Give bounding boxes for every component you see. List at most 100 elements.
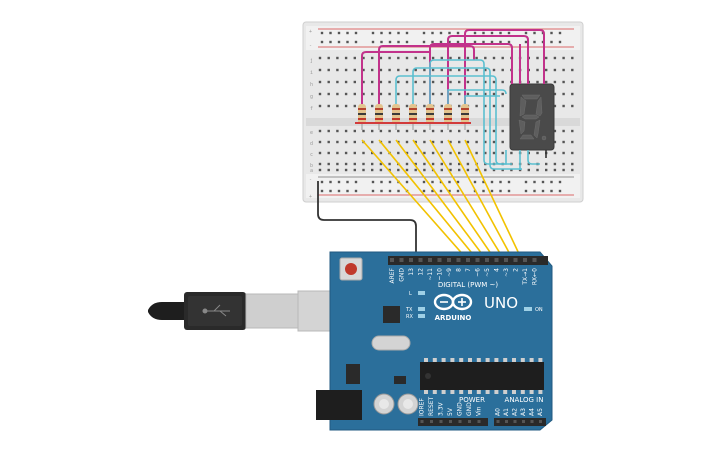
breadboard-hole (336, 56, 339, 60)
digital-pin-socket[interactable] (418, 258, 423, 262)
breadboard-hole (318, 129, 322, 133)
breadboard-hole (405, 92, 409, 96)
breadboard-hole (501, 129, 504, 133)
breadboard-hole (414, 56, 417, 60)
rail-hole (533, 31, 536, 35)
breadboard-hole (571, 68, 574, 72)
row-letter: j (310, 58, 313, 64)
resistor-band (392, 118, 400, 120)
digital-pin-socket[interactable] (456, 258, 461, 262)
rail-hole (329, 31, 332, 35)
wire-yellow-signal (361, 139, 467, 259)
header-pin-socket[interactable] (439, 420, 443, 423)
resistor-band (409, 118, 417, 120)
digital-pin-socket[interactable] (523, 258, 527, 262)
digital-pin-label: GND (399, 268, 406, 282)
logo-text: ARDUINO (435, 314, 472, 322)
breadboard-hole (353, 80, 356, 84)
breadboard-hole (318, 168, 322, 172)
header-pin-socket[interactable] (449, 420, 452, 423)
header-pin-label: A2 (512, 408, 519, 416)
header-pin-socket[interactable] (430, 420, 433, 423)
rail-hole (346, 40, 349, 44)
digital-pin-socket[interactable] (390, 258, 394, 262)
led-l (418, 291, 425, 295)
led-label-tx: TX (405, 307, 413, 313)
rail-hole (371, 180, 375, 184)
rail-hole (397, 31, 400, 35)
header-pin-socket[interactable] (477, 420, 481, 423)
chip-pin (520, 358, 525, 362)
rail-hole (456, 40, 460, 44)
breadboard-hole (336, 162, 339, 166)
header-pin-socket[interactable] (420, 420, 424, 423)
rail-hole (371, 189, 375, 193)
digital-pin-socket[interactable] (485, 258, 489, 262)
header-pin-socket[interactable] (530, 420, 534, 423)
breadboard-hole (492, 92, 496, 96)
chip-pin (520, 390, 525, 394)
row-letter: a (310, 168, 313, 174)
wire-cyan-1 (395, 75, 512, 165)
breadboard-hole (440, 168, 443, 172)
breadboard-hole (501, 80, 504, 84)
header-pin-socket[interactable] (505, 420, 508, 423)
rail-hole (507, 40, 511, 44)
header-pin-socket[interactable] (522, 420, 525, 423)
rail-hole (405, 31, 409, 35)
breadboard-hole (353, 129, 356, 133)
rail-hole (329, 40, 332, 44)
breadboard-hole (562, 80, 565, 84)
digital-pin-socket[interactable] (437, 258, 442, 262)
digital-pin-socket[interactable] (513, 258, 518, 262)
breadboard-hole (423, 140, 426, 144)
digital-pin-socket[interactable] (409, 258, 413, 262)
digital-pin-socket[interactable] (532, 258, 537, 262)
breadboard-hole (405, 168, 409, 172)
rail-hole (558, 180, 562, 184)
resistor-band (375, 108, 383, 110)
breadboard-hole (492, 151, 496, 155)
wire-cyan-4 (447, 89, 507, 104)
digital-pin-socket[interactable] (504, 258, 508, 262)
digital-pin-socket[interactable] (494, 258, 499, 262)
header-pin-socket[interactable] (468, 420, 471, 423)
resistor-band (358, 108, 366, 110)
rail-hole (456, 180, 460, 184)
breadboard-hole (431, 140, 435, 144)
breadboard-hole (449, 80, 452, 84)
wire-cyan-5 (464, 95, 500, 104)
breadboard-hole (405, 104, 409, 108)
breadboard-hole (466, 151, 470, 155)
header-pin-socket[interactable] (496, 420, 500, 423)
header-pin-socket[interactable] (458, 420, 462, 423)
rail-hole (490, 40, 494, 44)
digital-pin-socket[interactable] (466, 258, 470, 262)
header-pin-socket[interactable] (539, 420, 542, 423)
digital-pin-socket[interactable] (399, 258, 404, 262)
chip-pin (441, 358, 446, 362)
breadboard-hole (527, 168, 530, 172)
chip-pin (424, 358, 428, 362)
digital-pin-socket[interactable] (447, 258, 451, 262)
resistor (444, 100, 452, 130)
analog-header-label: ANALOG IN (505, 396, 544, 404)
rail-hole (550, 189, 553, 193)
rail-hole (448, 40, 451, 44)
rail-hole (354, 189, 358, 193)
header-pin-socket[interactable] (513, 420, 517, 423)
breadboard-hole (327, 68, 330, 72)
breadboard-hole (388, 129, 391, 133)
chip-pin (468, 390, 472, 394)
breadboard-hole (536, 56, 539, 60)
breadboard-hole (571, 140, 574, 144)
digital-pin-socket[interactable] (428, 258, 432, 262)
breadboard-hole (484, 92, 487, 96)
row-letter: e (310, 130, 313, 136)
breadboard-hole (553, 68, 557, 72)
breadboard-hole (466, 68, 470, 72)
digital-pin-socket[interactable] (475, 258, 480, 262)
breadboard-hole (405, 129, 409, 133)
breadboard-hole (388, 92, 391, 96)
